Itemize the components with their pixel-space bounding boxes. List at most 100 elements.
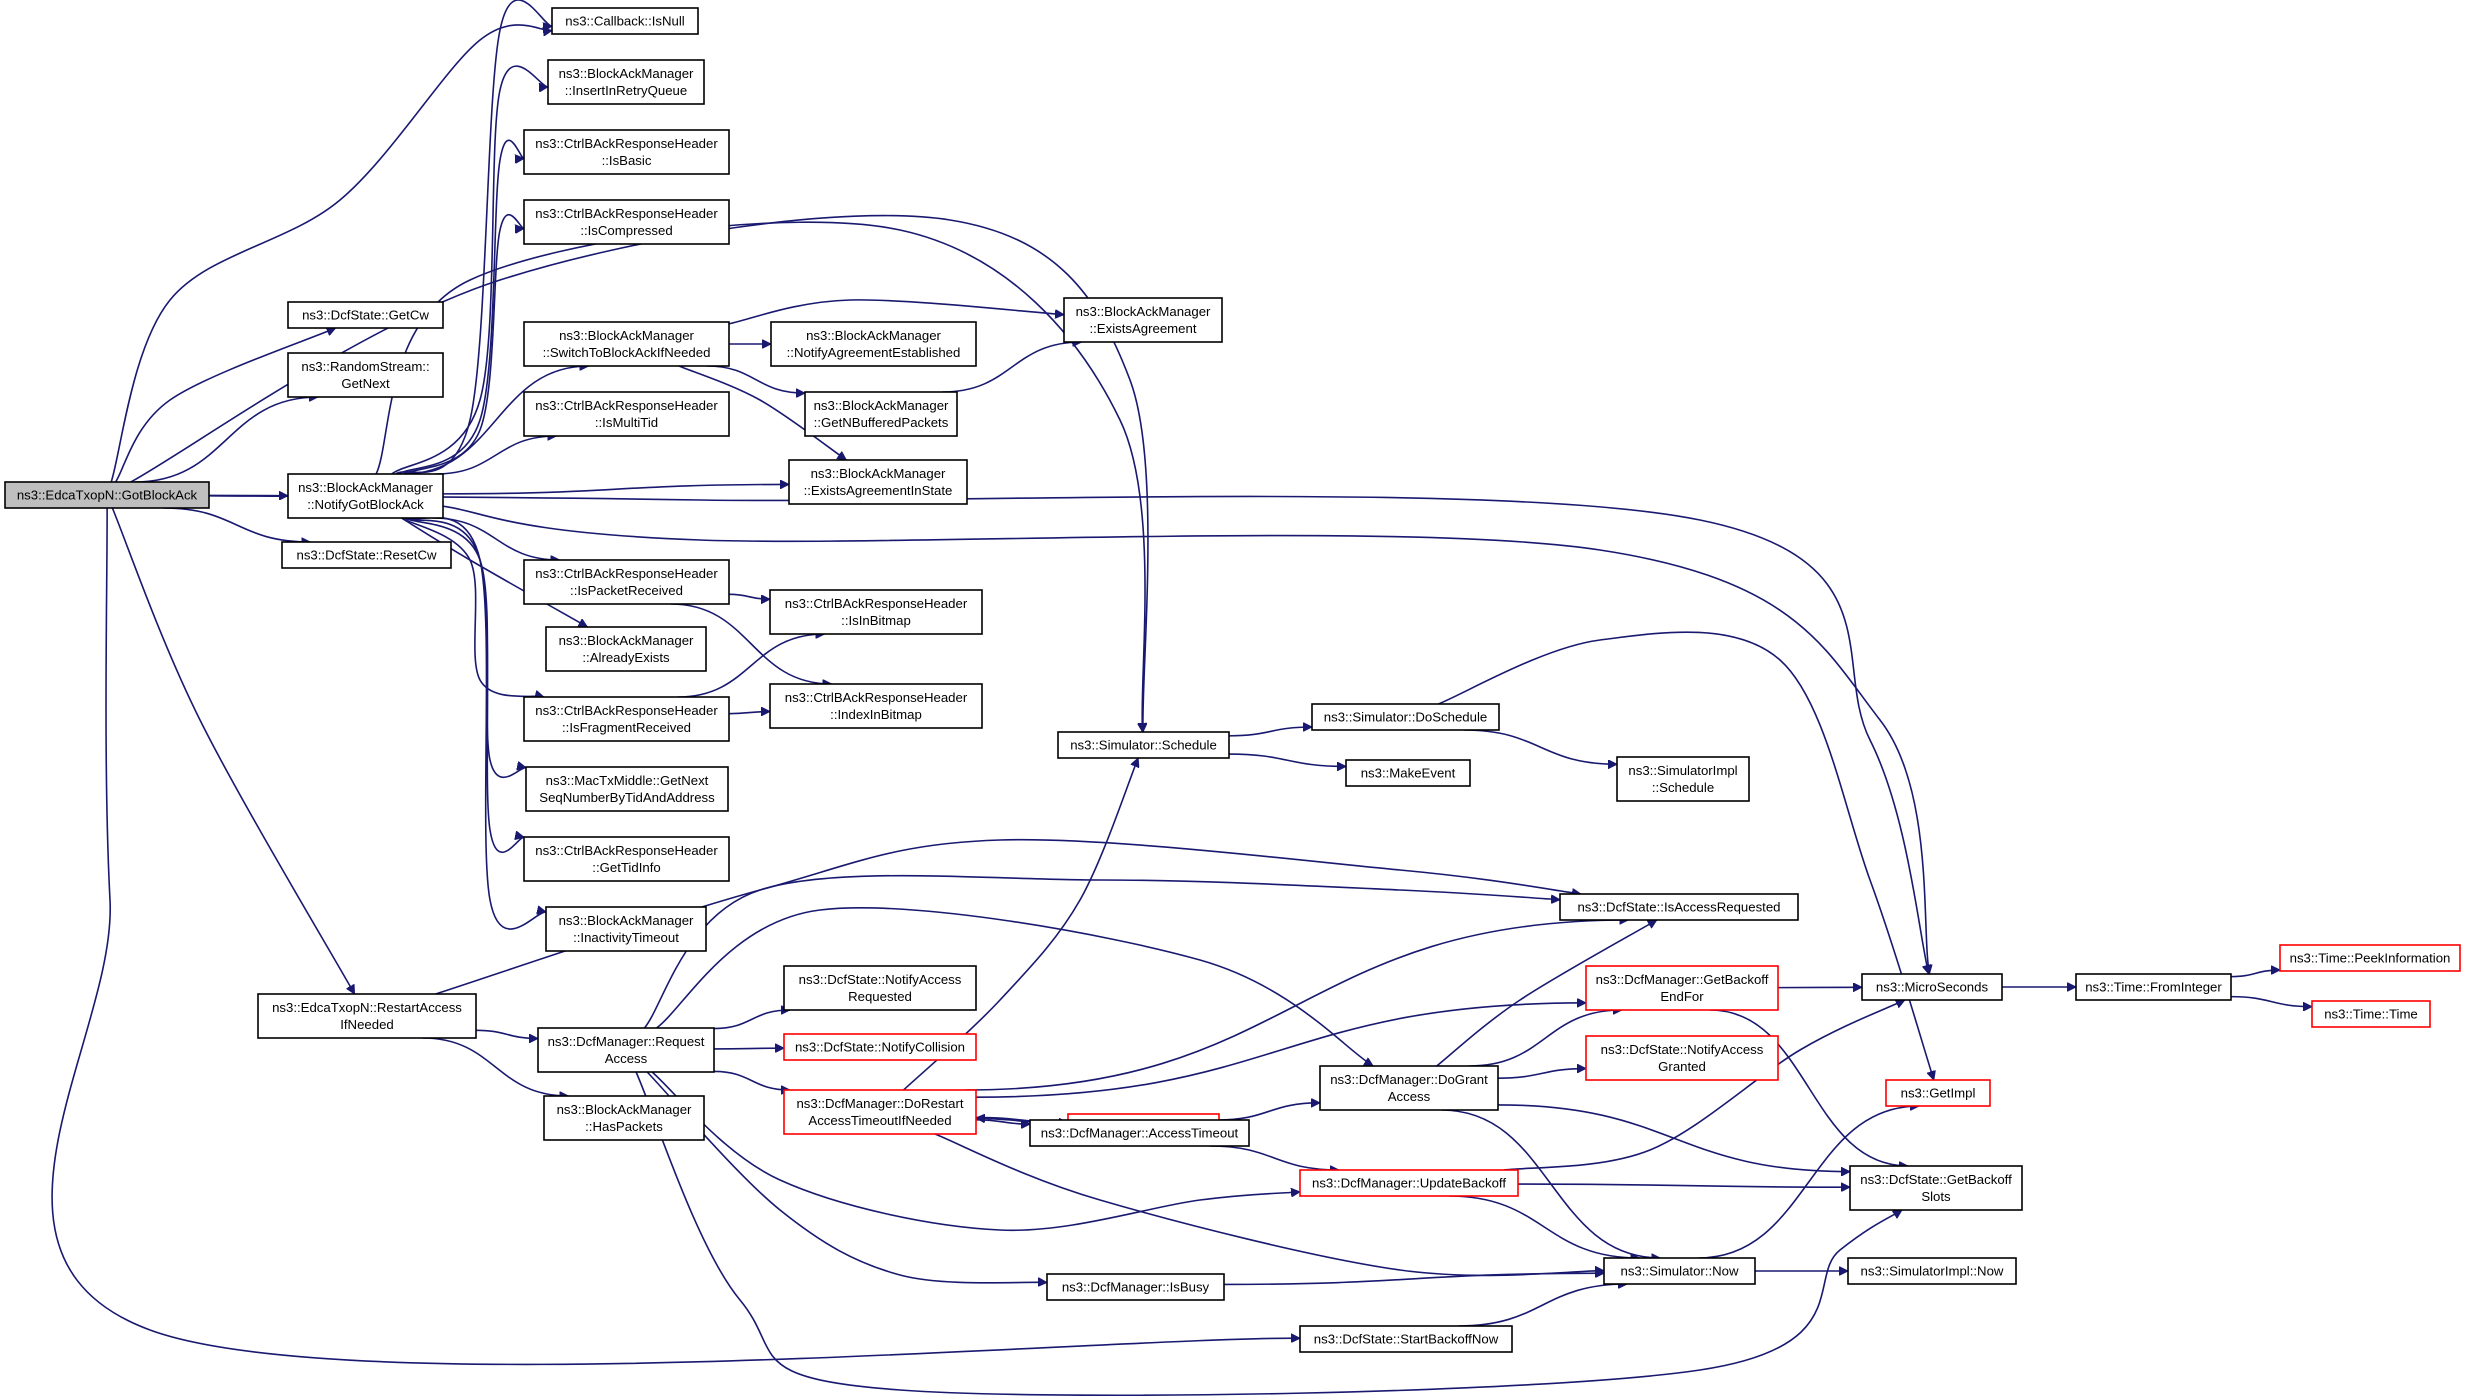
node-label-line: ns3::BlockAckManager [559, 328, 694, 343]
node-simnow[interactable]: ns3::Simulator::Now [1603, 1257, 1756, 1285]
node-box [287, 352, 444, 398]
node-label-line: ::HasPackets [585, 1119, 663, 1134]
node-box [287, 473, 444, 519]
edge-dogrant-to-getbackoffend [1469, 1010, 1622, 1067]
node-schedule[interactable]: ns3::Simulator::Schedule [1057, 731, 1230, 759]
edge-gotblockack-to-microseconds [208, 495, 1929, 974]
node-label-line: ns3::DcfManager::GetBackoff [1596, 972, 1769, 987]
node-getnextseq[interactable]: ns3::MacTxMiddle::GetNextSeqNumberByTidA… [525, 766, 729, 812]
edge-frominteger-to-peekinformation [2230, 970, 2280, 978]
node-label-line: ::SwitchToBlockAckIfNeeded [543, 345, 711, 360]
node-implschedule[interactable]: ns3::SimulatorImpl::Schedule [1616, 756, 1750, 802]
node-frominteger[interactable]: ns3::Time::FromInteger [2075, 973, 2232, 1001]
node-updatebackoff[interactable]: ns3::DcfManager::UpdateBackoff [1299, 1169, 1519, 1197]
node-box [4, 481, 210, 509]
node-isinbitmap[interactable]: ns3::CtrlBAckResponseHeader::IsInBitmap [769, 589, 983, 635]
node-label-line: ns3::BlockAckManager [557, 1102, 692, 1117]
node-label-line: GetNext [341, 376, 390, 391]
node-box [783, 1033, 977, 1061]
node-label-line: ns3::Simulator::DoSchedule [1324, 710, 1487, 725]
edge-updatebackoff-to-simnow [1448, 1195, 1640, 1258]
node-label-line: ns3::DcfManager::IsBusy [1062, 1280, 1210, 1295]
node-label-line: AccessTimeoutIfNeeded [808, 1113, 951, 1128]
node-getnext[interactable]: ns3::RandomStream::GetNext [287, 352, 444, 398]
node-gotblockack[interactable]: ns3::EdcaTxopN::GotBlockAck [4, 481, 210, 509]
node-box [2279, 944, 2461, 972]
node-label-line: EndFor [1660, 989, 1704, 1004]
node-label-line: ns3::DcfState::GetBackoff [1860, 1172, 2012, 1187]
edge-ispacketreceived-to-isinbitmap [728, 593, 770, 599]
node-getnbuffered[interactable]: ns3::BlockAckManager::GetNBufferedPacket… [804, 391, 958, 437]
edge-notifygotblockack-to-existsinstate [442, 484, 789, 495]
edge-updatebackoff-to-getbackoffslots [1517, 1184, 1850, 1187]
node-box [770, 321, 977, 367]
edge-getnbuffered-to-existsagreement [942, 342, 1081, 393]
node-implnow[interactable]: ns3::SimulatorImpl::Now [1847, 1257, 2017, 1285]
edge-switchtoblockack-to-existsagreement [728, 299, 1064, 325]
node-label-line: ns3::DcfManager::DoRestart [796, 1096, 963, 1111]
node-timetime[interactable]: ns3::Time::Time [2311, 1000, 2431, 1028]
node-box [281, 541, 452, 569]
node-notifyagreement[interactable]: ns3::BlockAckManager::NotifyAgreementEst… [770, 321, 977, 367]
edge-notifygotblockack-to-insertretry [391, 65, 549, 475]
node-alreadyexists[interactable]: ns3::BlockAckManager::AlreadyExists [545, 626, 707, 672]
node-box [1057, 731, 1230, 759]
node-label-line: ns3::DcfState::ResetCw [297, 548, 437, 563]
node-label-line: ns3::BlockAckManager [559, 913, 694, 928]
node-dorestart[interactable]: ns3::DcfManager::DoRestartAccessTimeoutI… [783, 1089, 977, 1135]
node-isbusy[interactable]: ns3::DcfManager::IsBusy [1046, 1273, 1225, 1301]
edge-doschedule-to-getimpl [1438, 631, 1934, 1080]
node-label-line: ns3::MacTxMiddle::GetNext [546, 773, 709, 788]
node-isbasic[interactable]: ns3::CtrlBAckResponseHeader::IsBasic [523, 129, 730, 175]
edge-gotblockack-to-restartaccess [111, 507, 356, 994]
node-resetcw[interactable]: ns3::DcfState::ResetCw [281, 541, 452, 569]
node-isfragmentreceived[interactable]: ns3::CtrlBAckResponseHeader::IsFragmentR… [523, 696, 730, 742]
node-getimpl[interactable]: ns3::GetImpl [1885, 1079, 1991, 1107]
node-iscompressed[interactable]: ns3::CtrlBAckResponseHeader::IsCompresse… [523, 199, 730, 245]
node-indexinbitmap[interactable]: ns3::CtrlBAckResponseHeader::IndexInBitm… [769, 683, 983, 729]
node-label-line: ns3::CtrlBAckResponseHeader [535, 136, 718, 151]
node-box [1861, 973, 2003, 1001]
node-existsinstate[interactable]: ns3::BlockAckManager::ExistsAgreementInS… [788, 459, 968, 505]
node-isnull[interactable]: ns3::Callback::IsNull [551, 7, 699, 35]
node-label-line: ::GetTidInfo [592, 860, 660, 875]
node-insertretry[interactable]: ns3::BlockAckManager::InsertInRetryQueue [547, 59, 705, 105]
node-label-line: ns3::CtrlBAckResponseHeader [535, 843, 718, 858]
node-ispacketreceived[interactable]: ns3::CtrlBAckResponseHeader::IsPacketRec… [523, 559, 730, 605]
node-accesstimeout[interactable]: ns3::DcfManager::AccessTimeout [1029, 1119, 1250, 1147]
edge-isbusy-to-simnow [1223, 1273, 1604, 1286]
edge-notifygotblockack-to-iscompressed [403, 213, 525, 475]
node-getcw[interactable]: ns3::DcfState::GetCw [287, 301, 444, 329]
edge-dogrant-to-notifygranted [1497, 1069, 1586, 1080]
node-doschedule[interactable]: ns3::Simulator::DoSchedule [1311, 703, 1500, 731]
node-isaccessrequested[interactable]: ns3::DcfState::IsAccessRequested [1559, 893, 1799, 921]
node-switchtoblockack[interactable]: ns3::BlockAckManager::SwitchToBlockAckIf… [523, 321, 730, 367]
node-label-line: Access [1388, 1089, 1431, 1104]
node-gettidinfo[interactable]: ns3::CtrlBAckResponseHeader::GetTidInfo [523, 836, 730, 882]
node-haspackets[interactable]: ns3::BlockAckManager::HasPackets [543, 1095, 705, 1141]
node-ismultitid[interactable]: ns3::CtrlBAckResponseHeader::IsMultiTid [523, 391, 730, 437]
node-makeevent[interactable]: ns3::MakeEvent [1345, 759, 1471, 787]
node-inactivitytimeout[interactable]: ns3::BlockAckManager::InactivityTimeout [545, 906, 707, 952]
edge-frominteger-to-timetime [2230, 995, 2312, 1007]
node-label-line: Slots [1921, 1189, 1951, 1204]
edge-simnow-to-getimpl [1698, 1106, 1919, 1259]
node-notifygotblockack[interactable]: ns3::BlockAckManager::NotifyGotBlockAck [287, 473, 444, 519]
node-label-line: ::NotifyAgreementEstablished [787, 345, 961, 360]
node-startbackoff[interactable]: ns3::DcfState::StartBackoffNow [1299, 1325, 1513, 1353]
node-microseconds[interactable]: ns3::MicroSeconds [1861, 973, 2003, 1001]
node-label-line: ns3::Callback::IsNull [565, 14, 685, 29]
edge-isfragmentreceived-to-indexinbitmap [728, 712, 770, 714]
node-existsagreement[interactable]: ns3::BlockAckManager::ExistsAgreement [1063, 297, 1223, 343]
node-label-line: ns3::BlockAckManager [806, 328, 941, 343]
node-notifycollision[interactable]: ns3::DcfState::NotifyCollision [783, 1033, 977, 1061]
node-peekinformation[interactable]: ns3::Time::PeekInformation [2279, 944, 2461, 972]
edge-gotblockack-to-resetcw [163, 507, 310, 542]
